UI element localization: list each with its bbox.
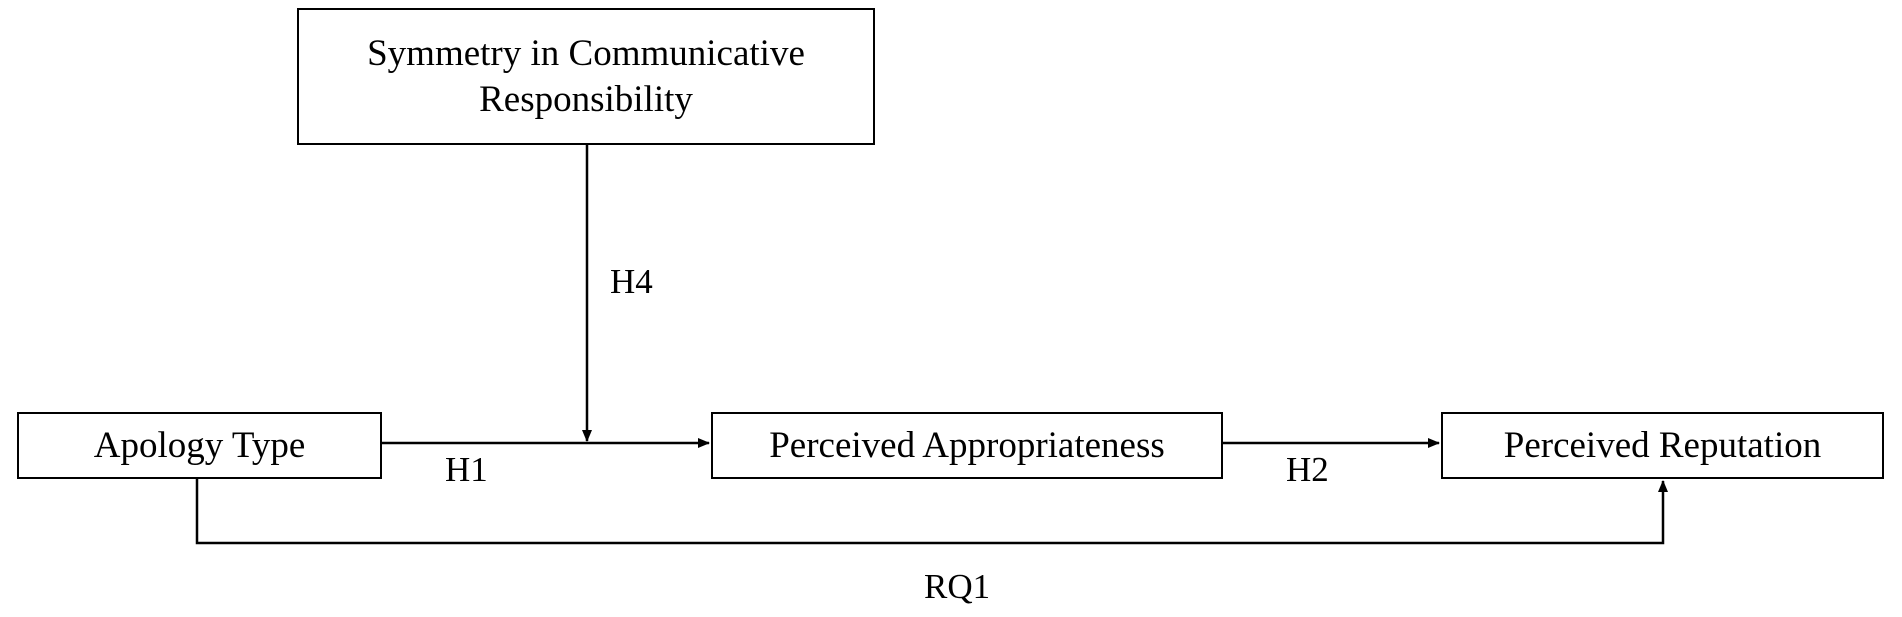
moderator-label-line-2: Responsibility	[479, 78, 693, 120]
perceived-appropriateness-box: Perceived Appropriateness	[711, 412, 1223, 479]
apology-type-label: Apology Type	[93, 424, 306, 466]
edge-label-h2: H2	[1286, 450, 1329, 489]
arrow-rq1	[195, 479, 1668, 545]
perceived-reputation-box: Perceived Reputation	[1441, 412, 1884, 479]
perceived-appropriateness-label: Perceived Appropriateness	[769, 424, 1165, 466]
apology-type-box: Apology Type	[17, 412, 382, 479]
perceived-reputation-label: Perceived Reputation	[1503, 424, 1822, 466]
moderator-label-line-1: Symmetry in Communicative	[367, 32, 805, 74]
edge-label-h4: H4	[610, 262, 653, 301]
edge-label-rq1: RQ1	[924, 567, 991, 606]
moderator-box: Symmetry in Communicative Responsibility	[297, 8, 875, 145]
edge-label-h1: H1	[445, 450, 488, 489]
